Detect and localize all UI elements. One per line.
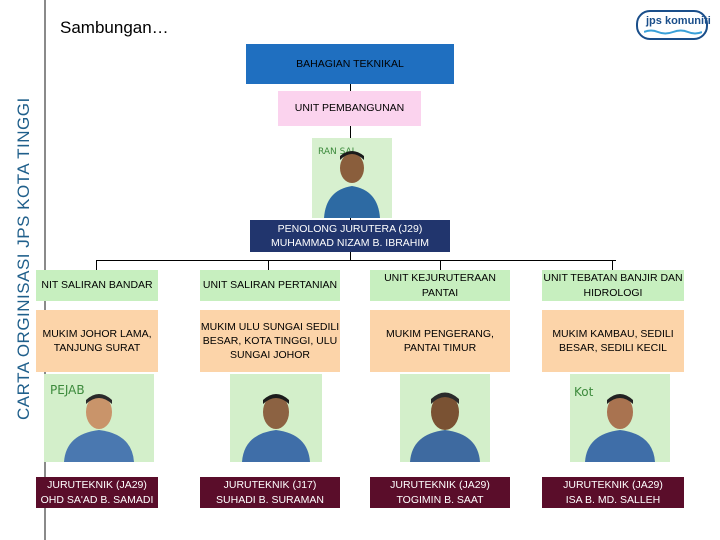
- staff-title-4: JURUTEKNIK (JA29): [563, 479, 663, 492]
- area-box-4: MUKIM KAMBAU, SEDILI BESAR, SEDILI KECIL: [542, 310, 684, 372]
- area-label-3: MUKIM PENGERANG, PANTAI TIMUR: [386, 327, 494, 354]
- unit-box: UNIT PEMBANGUNAN: [278, 91, 421, 126]
- photo-2: [230, 374, 322, 462]
- staff-name-4: ISA B. MD. SALLEH: [565, 493, 661, 506]
- area-label-2: MUKIM ULU SUNGAI SEDILI BESAR, KOTA TING…: [200, 320, 340, 362]
- head-name: MUHAMMAD NIZAM B. IBRAHIM: [270, 237, 430, 249]
- svg-text:RAN SAL: RAN SAL: [318, 147, 357, 157]
- person-icon: PEJAB: [44, 374, 154, 462]
- svg-text:PEJAB: PEJAB: [50, 383, 85, 397]
- staff-box-2: JURUTEKNIK (J17) SUHADI B. SURAMAN: [200, 477, 340, 508]
- staff-box-4: JURUTEKNIK (JA29) ISA B. MD. SALLEH: [542, 477, 684, 508]
- unit-label: UNIT PEMBANGUNAN: [294, 102, 405, 115]
- unit-box-3: UNIT KEJURUTERAAN PANTAI: [370, 270, 510, 301]
- sidebar-title: CARTA ORGINISASI JPS KOTA TINGGI: [14, 97, 33, 420]
- unit-label-1: NIT SALIRAN BANDAR: [41, 279, 153, 292]
- connector-col-2: [268, 260, 269, 270]
- staff-box-1: JURUTEKNIK (JA29) OHD SA'AD B. SAMADI: [36, 477, 158, 508]
- staff-title-2: JURUTEKNIK (J17): [223, 479, 317, 492]
- connector-col-1: [96, 260, 97, 270]
- staff-title-3: JURUTEKNIK (JA29): [390, 479, 490, 492]
- head-box: PENOLONG JURUTERA (J29) MUHAMMAD NIZAM B…: [250, 220, 450, 252]
- page-title: Sambungan…: [60, 18, 169, 37]
- photo-4: Kot: [570, 374, 670, 462]
- photo-3: [400, 374, 490, 462]
- person-icon: Kot: [570, 374, 670, 462]
- unit-box-2: UNIT SALIRAN PERTANIAN: [200, 270, 340, 301]
- connector-head-down: [350, 252, 351, 260]
- photo-1: PEJAB: [44, 374, 154, 462]
- area-box-1: MUKIM JOHOR LAMA, TANJUNG SURAT: [36, 310, 158, 372]
- staff-box-3: JURUTEKNIK (JA29) TOGIMIN B. SAAT: [370, 477, 510, 508]
- connector-col-3: [440, 260, 441, 270]
- top-box: BAHAGIAN TEKNIKAL: [246, 44, 454, 84]
- unit-label-2: UNIT SALIRAN PERTANIAN: [202, 279, 338, 292]
- person-icon: RAN SAL: [312, 138, 392, 218]
- unit-box-1: NIT SALIRAN BANDAR: [36, 270, 158, 301]
- logo-text: jps komuniti: [646, 15, 711, 27]
- unit-label-3: UNIT KEJURUTERAAN PANTAI: [384, 272, 496, 299]
- person-icon: [400, 374, 490, 462]
- area-label-1: MUKIM JOHOR LAMA, TANJUNG SURAT: [42, 327, 152, 354]
- svg-text:Kot: Kot: [574, 385, 594, 399]
- connector-col-4: [612, 260, 613, 270]
- connector-horizontal: [96, 260, 616, 261]
- staff-name-1: OHD SA'AD B. SAMADI: [40, 493, 154, 506]
- staff-name-2: SUHADI B. SURAMAN: [216, 493, 324, 506]
- area-box-2: MUKIM ULU SUNGAI SEDILI BESAR, KOTA TING…: [200, 310, 340, 372]
- staff-title-1: JURUTEKNIK (JA29): [47, 479, 147, 492]
- top-label: BAHAGIAN TEKNIKAL: [296, 57, 404, 70]
- staff-name-3: TOGIMIN B. SAAT: [396, 493, 484, 506]
- logo: jps komuniti: [636, 10, 711, 40]
- connector-top: [350, 84, 351, 96]
- person-icon: [230, 374, 322, 462]
- area-label-4: MUKIM KAMBAU, SEDILI BESAR, SEDILI KECIL: [552, 327, 674, 354]
- head-title: PENOLONG JURUTERA (J29): [277, 222, 423, 235]
- wave-icon: [644, 29, 702, 35]
- area-box-3: MUKIM PENGERANG, PANTAI TIMUR: [370, 310, 510, 372]
- unit-label-4: UNIT TEBATAN BANJIR DAN HIDROLOGI: [543, 272, 683, 299]
- unit-box-4: UNIT TEBATAN BANJIR DAN HIDROLOGI: [542, 270, 684, 301]
- head-photo: RAN SAL: [312, 138, 392, 218]
